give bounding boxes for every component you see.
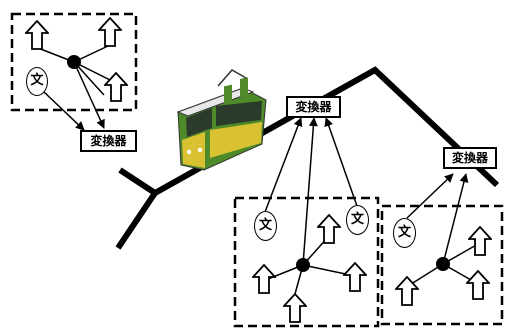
document-node-icon: 文 <box>26 67 48 96</box>
hub-dot-icon <box>436 257 450 271</box>
hub-dot-icon <box>296 258 310 272</box>
tram-icon <box>176 69 267 171</box>
hub-dot-icon <box>67 55 81 69</box>
up-arrow-icon <box>283 293 307 323</box>
track-line <box>115 167 160 250</box>
up-arrow-icon <box>25 20 49 50</box>
up-arrow-icon <box>98 17 122 47</box>
document-node-icon: 文 <box>393 218 416 248</box>
converter-box-middle: 変換器 <box>286 96 341 118</box>
up-arrow-icon <box>466 270 490 300</box>
converter-box-left: 変換器 <box>80 130 137 152</box>
converter-box-right: 変換器 <box>443 147 497 169</box>
up-arrow-icon <box>468 226 492 256</box>
cluster-top-left <box>10 12 138 131</box>
cluster-right <box>380 173 504 326</box>
up-arrow-icon <box>317 214 341 244</box>
up-arrow-icon <box>104 72 128 102</box>
up-arrow-icon <box>343 262 367 292</box>
up-arrow-icon <box>252 264 276 294</box>
document-node-icon: 文 <box>254 211 277 241</box>
document-node-icon: 文 <box>346 205 369 235</box>
cluster-bottom-middle <box>233 117 380 328</box>
